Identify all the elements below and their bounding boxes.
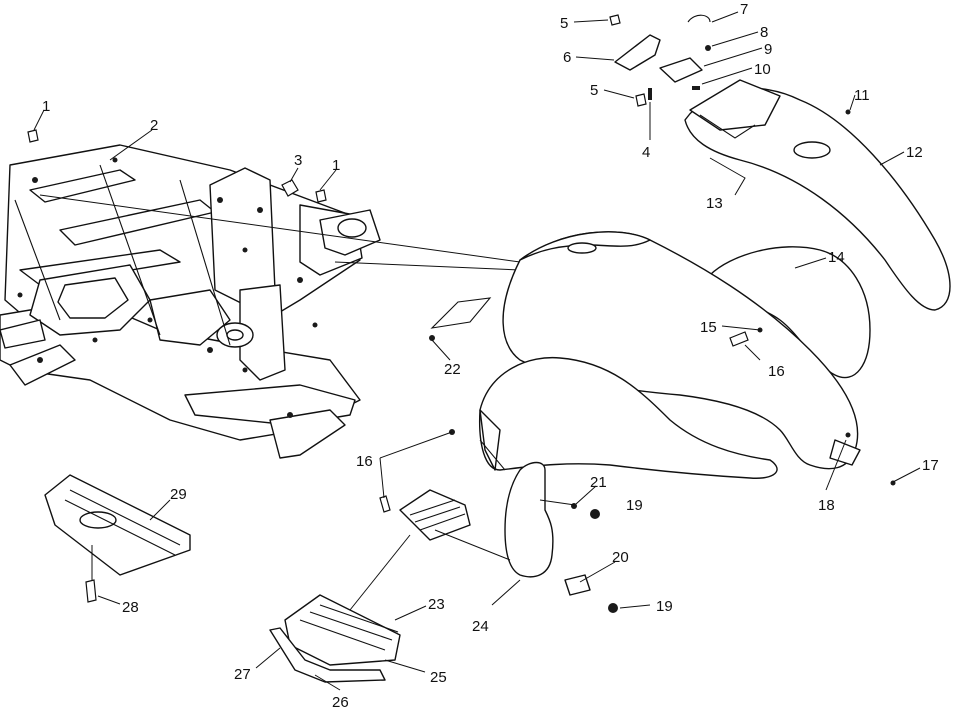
callout-4: 4: [642, 144, 650, 161]
rear-fender: [684, 79, 951, 311]
callout-22: 22: [444, 361, 461, 378]
callout-2: 2: [150, 117, 158, 134]
callout-27: 27: [234, 666, 251, 683]
callout-1b: 1: [332, 157, 340, 174]
callout-5b: 5: [590, 82, 598, 99]
callout-25: 25: [430, 669, 447, 686]
front-fender: [709, 246, 871, 379]
callout-3: 3: [294, 152, 302, 169]
callout-1a: 1: [42, 98, 50, 115]
mud-flap: [504, 461, 591, 596]
frame-fasteners: [27, 129, 327, 203]
body-cab: [429, 231, 896, 486]
taillight-assembly: [609, 14, 851, 115]
callout-5a: 5: [560, 15, 568, 32]
callout-20: 20: [612, 549, 629, 566]
callout-13: 13: [706, 195, 723, 212]
footrest-lower: [269, 594, 401, 683]
callout-8: 8: [760, 24, 768, 41]
callout-23: 23: [428, 596, 445, 613]
callout-15: 15: [700, 319, 717, 336]
callout-10: 10: [754, 61, 771, 78]
frame-assembly: [0, 144, 381, 459]
leader-lines: [33, 11, 921, 691]
skid-plate: [44, 474, 191, 603]
callout-7: 7: [740, 1, 748, 18]
callout-11: 11: [854, 87, 870, 104]
callout-24: 24: [472, 618, 489, 635]
callout-14: 14: [828, 249, 845, 266]
callout-29: 29: [170, 486, 187, 503]
callout-12: 12: [906, 144, 923, 161]
assembly-lines: [39, 194, 521, 271]
callout-28: 28: [122, 599, 139, 616]
callout-18: 18: [818, 497, 835, 514]
callout-9: 9: [764, 41, 772, 58]
callout-16b: 16: [768, 363, 785, 380]
callout-26: 26: [332, 694, 349, 708]
callout-19b: 19: [656, 598, 673, 615]
callout-16a: 16: [356, 453, 373, 470]
callout-6: 6: [563, 49, 571, 66]
callout-19a: 19: [626, 497, 643, 514]
callout-labels: 1 1 2 3 4 5 5 6 7 8 9 10 11 12 13 14 15 …: [42, 1, 939, 708]
callout-21: 21: [590, 474, 607, 491]
footrest-upper: [399, 489, 471, 541]
callout-17: 17: [922, 457, 939, 474]
